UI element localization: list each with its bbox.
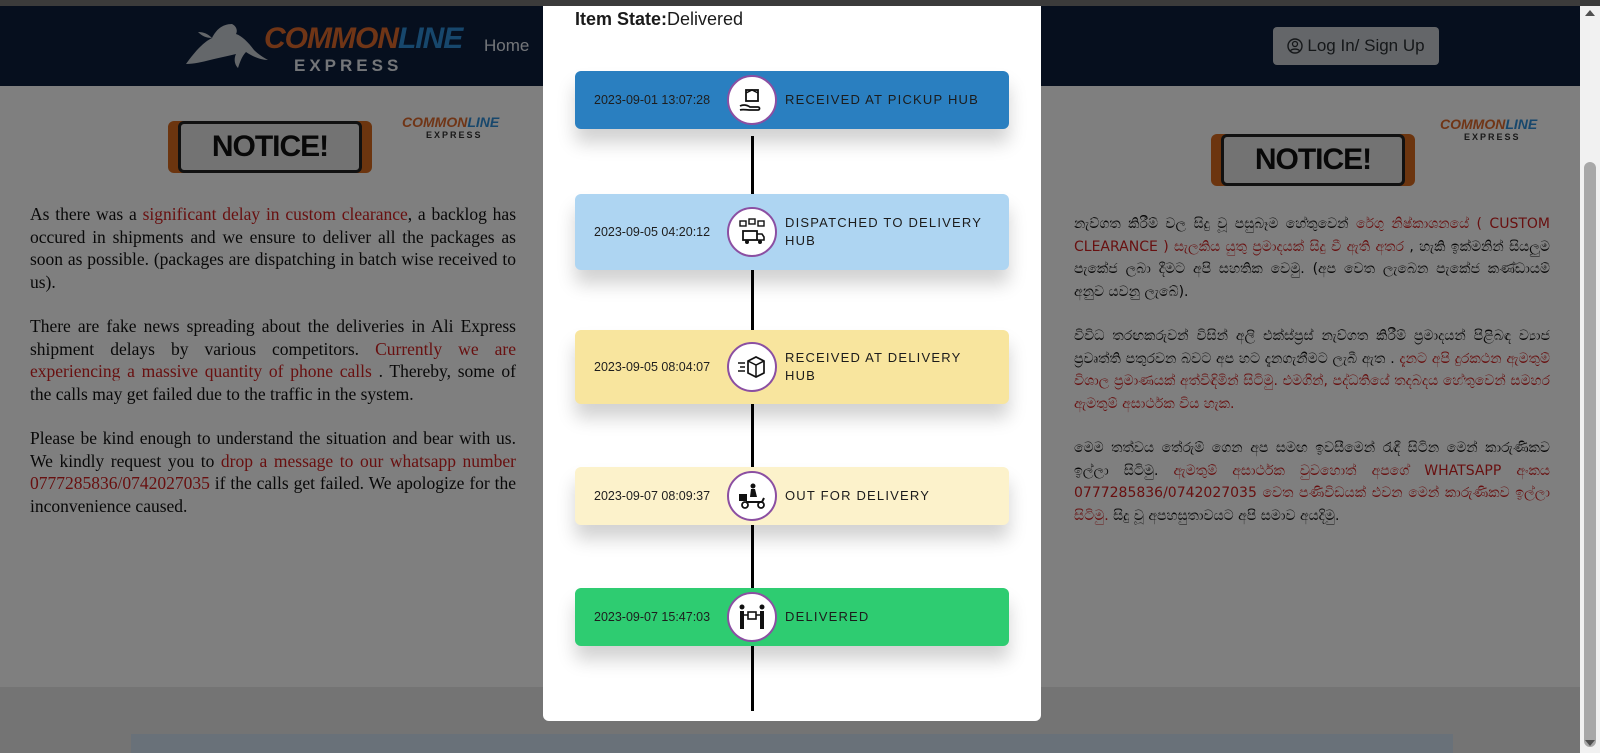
- timeline-event-delivery-hub: 2023-09-05 08:04:07 RECEIVED AT DELIVERY…: [575, 330, 1009, 404]
- timeline-event-dispatched: 2023-09-05 04:20:12 DISPATCHED TO DELIVE…: [575, 194, 1009, 270]
- event-date: 2023-09-05 04:20:12: [594, 225, 711, 239]
- event-date: 2023-09-05 08:04:07: [594, 360, 711, 374]
- scroll-down-arrow-icon[interactable]: [1585, 740, 1595, 746]
- event-status: RECEIVED AT DELIVERY HUB: [785, 350, 962, 383]
- event-date: 2023-09-07 08:09:37: [594, 489, 711, 503]
- event-date: 2023-09-01 13:07:28: [594, 93, 711, 107]
- scroll-up-arrow-icon[interactable]: [1585, 10, 1595, 16]
- timeline-event-out-for-delivery: 2023-09-07 08:09:37 OUT FOR DELIVERY: [575, 467, 1009, 525]
- event-date: 2023-09-07 15:47:03: [594, 610, 711, 624]
- event-status: OUT FOR DELIVERY: [785, 488, 931, 503]
- browser-top-edge: [0, 0, 1600, 6]
- timeline-event-delivered: 2023-09-07 15:47:03 DELIVERED: [575, 588, 1009, 646]
- item-state: Item State:Delivered: [575, 9, 744, 29]
- delivery-scooter-icon: [727, 471, 777, 521]
- package-hand-icon: [727, 75, 777, 125]
- fast-box-icon: [727, 342, 777, 392]
- handover-icon: [727, 592, 777, 642]
- delivery-truck-icon: [727, 207, 777, 257]
- event-status: DELIVERED: [785, 609, 870, 624]
- timeline-event-pickup-hub: 2023-09-01 13:07:28 RECEIVED AT PICKUP H…: [575, 71, 1009, 129]
- tracking-modal: Item State:Delivered 2023-09-01 13:07:28…: [543, 6, 1041, 721]
- timeline-line: [751, 136, 754, 711]
- event-status: RECEIVED AT PICKUP HUB: [785, 92, 980, 107]
- event-status: DISPATCHED TO DELIVERY HUB: [785, 215, 982, 248]
- scrollbar-thumb[interactable]: [1584, 162, 1596, 747]
